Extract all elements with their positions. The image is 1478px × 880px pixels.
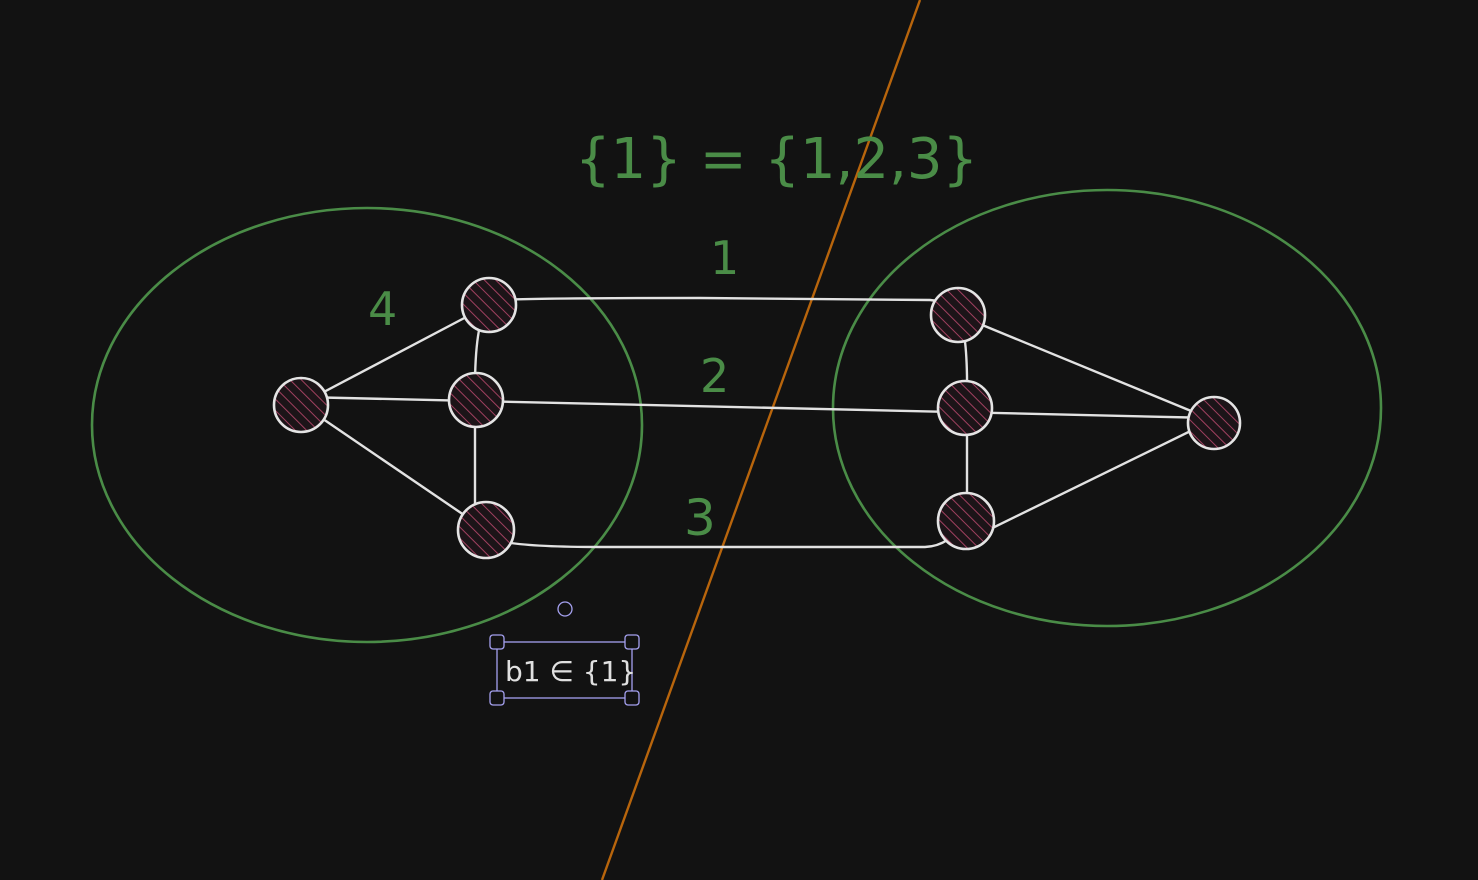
- rotation-handle[interactable]: [557, 601, 573, 617]
- edge-right-top[interactable]: [956, 313, 1215, 422]
- selected-text-content[interactable]: b1 ∈ {1}: [505, 655, 636, 688]
- left-region-ellipse[interactable]: [90, 206, 644, 644]
- label-edge-3[interactable]: 3: [684, 489, 716, 547]
- label-region-count[interactable]: 4: [368, 282, 397, 336]
- selection-box: [496, 641, 633, 699]
- right-region-ellipse[interactable]: [831, 188, 1383, 628]
- edge-left-a-bottom[interactable]: [299, 402, 488, 532]
- resize-handle-bottom-right[interactable]: [624, 690, 640, 706]
- edge-bridge-1[interactable]: [487, 296, 960, 314]
- resize-handle-bottom-left[interactable]: [489, 690, 505, 706]
- node-right-c2[interactable]: [936, 379, 994, 437]
- node-left-a[interactable]: [272, 376, 330, 434]
- node-right-c1[interactable]: [929, 286, 987, 344]
- selected-text-element[interactable]: b1 ∈ {1}: [489, 601, 640, 706]
- node-right-c3[interactable]: [936, 491, 996, 551]
- divider-line[interactable]: [600, 0, 922, 880]
- node-left-b3[interactable]: [456, 500, 516, 560]
- edge-left-a-top[interactable]: [299, 303, 491, 406]
- resize-handle-top-right[interactable]: [624, 634, 640, 650]
- node-left-b2[interactable]: [447, 371, 505, 429]
- resize-handle-top-left[interactable]: [489, 634, 505, 650]
- label-edge-2[interactable]: 2: [700, 349, 729, 403]
- node-left-b1[interactable]: [460, 276, 518, 334]
- node-right-d[interactable]: [1186, 395, 1242, 451]
- edge-right-bottom[interactable]: [970, 418, 1215, 540]
- equation-text[interactable]: {1} = {1,2,3}: [575, 127, 978, 192]
- label-edge-1[interactable]: 1: [710, 231, 739, 285]
- edge-bridge-2[interactable]: [299, 395, 1215, 420]
